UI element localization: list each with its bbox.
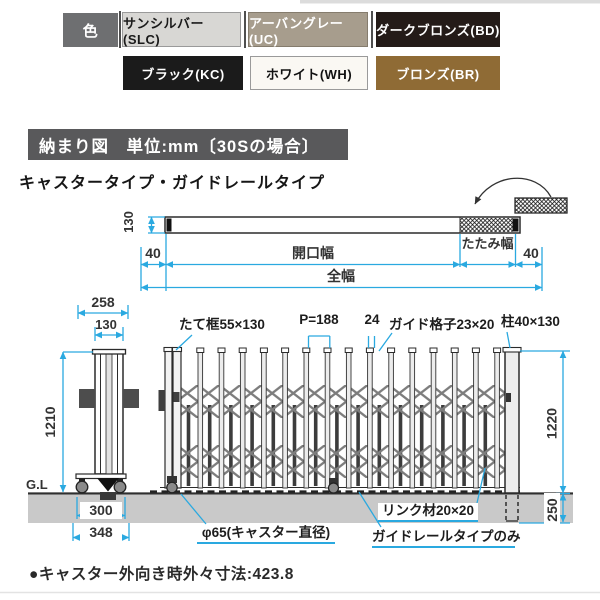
page-edge-top [300, 0, 600, 4]
gate-elevation [150, 346, 522, 522]
base-span-dim: 348 [80, 524, 122, 542]
color-swatch-bronze: ブロンズ(BR) [376, 56, 500, 90]
ground-level-label: G.L [26, 477, 48, 492]
plan-height-dim: 130 [121, 211, 136, 233]
plan-left-margin-dim: 40 [145, 245, 161, 261]
color-swatch-black: ブラック(KC) [123, 56, 243, 90]
diagram-subtitle: キャスタータイプ・ガイドレールタイプ [19, 175, 326, 192]
swatch-separator [371, 11, 373, 48]
lattice-size-label: ガイド格子23×20 [389, 317, 495, 332]
pillar-size-label: 柱40×130 [501, 314, 560, 329]
color-table-label: 色 [63, 13, 118, 47]
bar-caps [196, 347, 502, 353]
plan-view-dimensions [140, 216, 543, 291]
plan-view-gate-bar [164, 177, 568, 234]
gate-height-dim: 1220 [543, 407, 560, 440]
folded-gate-symbol [514, 197, 568, 214]
plan-opening-width-label: 開口幅 [292, 245, 334, 261]
caster-outward-footnote: ●キャスター外向き時外々寸法:423.8 [29, 566, 294, 583]
post-side-view [75, 348, 139, 500]
caster-span-dim: 300 [80, 502, 122, 519]
color-swatch-white: ホワイト(WH) [250, 56, 368, 90]
section-title-bar: 納まり図 単位:mm〔30Sの場合〕 [28, 129, 348, 160]
embed-depth-dim: 250 [544, 493, 560, 527]
guide-lattice-bars [197, 351, 500, 489]
front-frame [158, 346, 183, 494]
caster-diameter-callout: φ65(キャスター直径) [197, 525, 335, 544]
post-anchor-triangle [97, 478, 119, 492]
rear-pillar [502, 346, 522, 522]
post-depth-dim: 258 [91, 294, 115, 310]
bar-width-dim: 24 [364, 312, 380, 327]
lattice-band-lower [176, 445, 515, 478]
pitch-label: P=188 [299, 312, 339, 327]
gate-caster-center [327, 482, 340, 494]
color-swatch-urbangray: アーバングレー(UC) [248, 12, 368, 47]
fold-direction-arrow [474, 177, 552, 205]
link-material-callout: リンク材20×20 [378, 503, 478, 522]
color-swatch-darkbronze: ダークブロンズ(BD) [376, 12, 500, 47]
frame-latch [158, 390, 166, 411]
plan-right-margin-dim: 40 [523, 245, 539, 261]
frame-size-label: たて框55×130 [179, 317, 265, 332]
plan-total-width-label: 全幅 [327, 268, 355, 284]
post-caster-left [75, 480, 89, 494]
post-bracket-left [79, 389, 95, 408]
post-width-dim: 130 [95, 317, 117, 332]
color-swatch-sunsilver: サンシルバー(SLC) [122, 12, 241, 47]
guiderail-only-callout: ガイドレールタイプのみ [372, 529, 521, 548]
post-caster-right [113, 480, 127, 494]
plan-fold-width-label: たたみ幅 [461, 236, 514, 251]
gate-caster-left [166, 481, 178, 494]
post-bracket-right [123, 389, 139, 408]
post-height-dim: 1210 [42, 406, 58, 438]
swatch-separator [244, 11, 246, 48]
lattice-band-upper [176, 385, 515, 418]
swatch-separator [119, 11, 121, 48]
